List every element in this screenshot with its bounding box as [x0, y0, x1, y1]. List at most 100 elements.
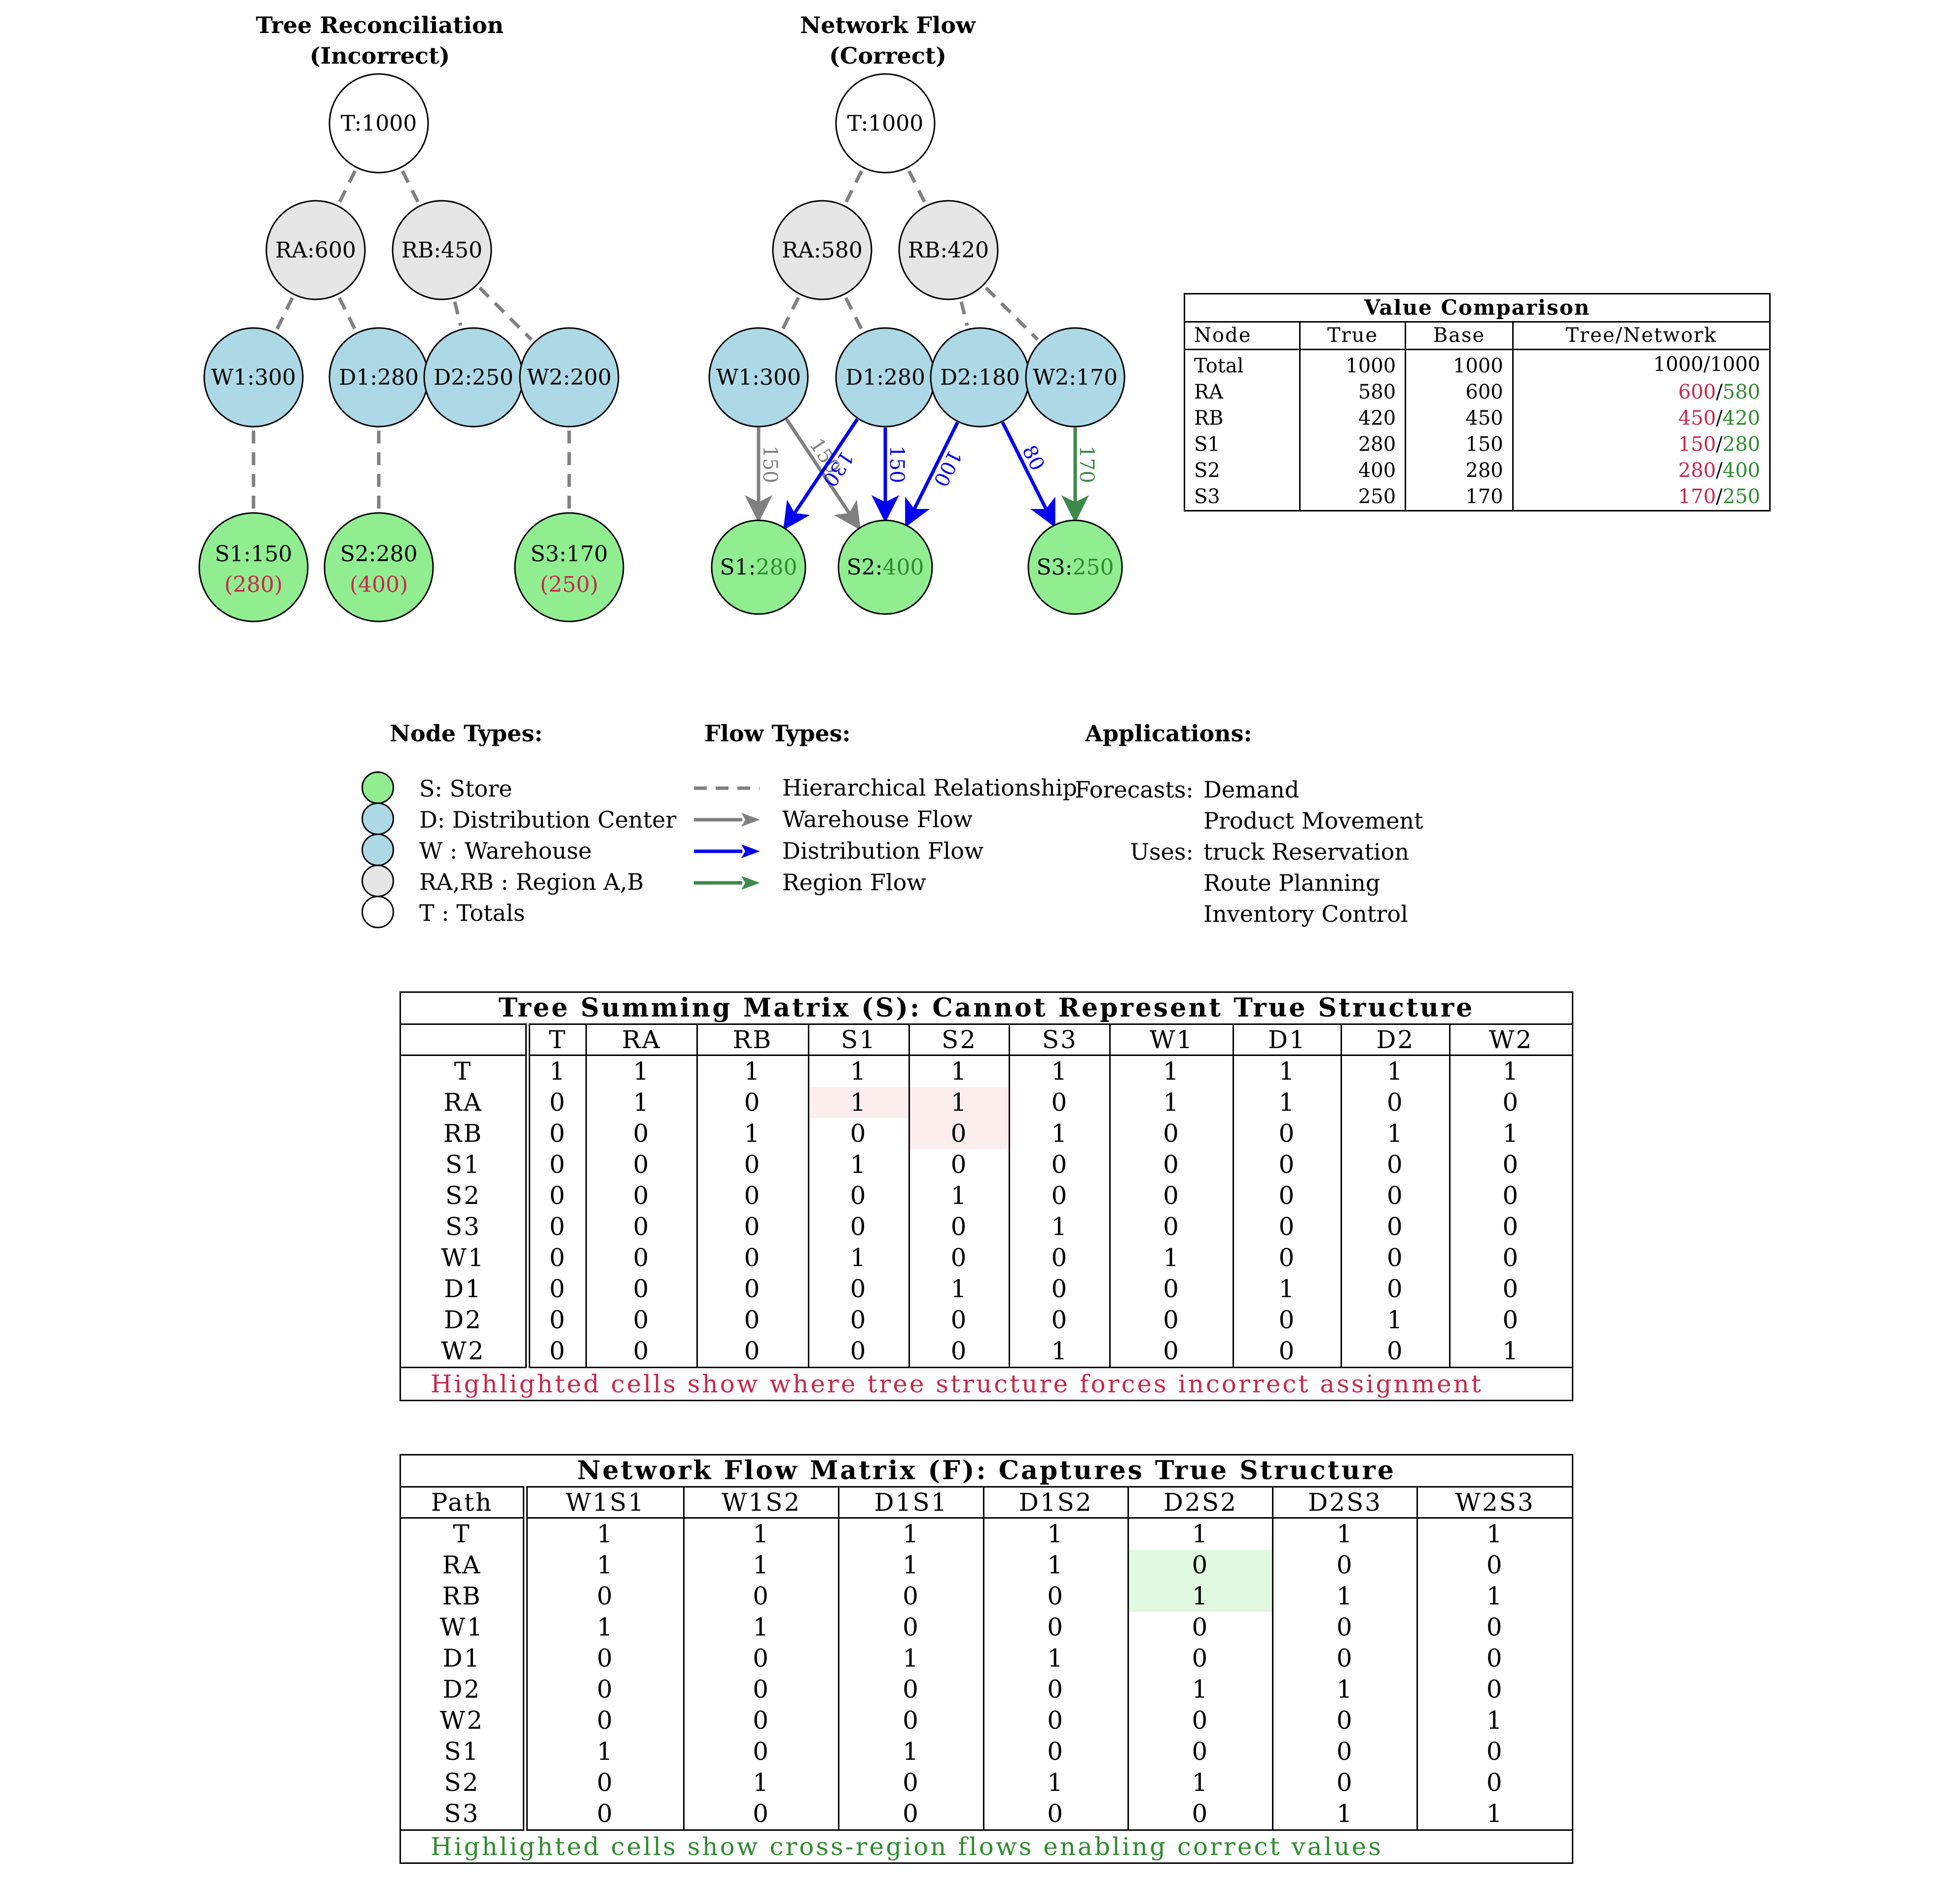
flow-matrix-cell: 1: [1127, 1674, 1274, 1705]
vc-node: S3: [1184, 484, 1301, 511]
tree-matrix-col-header: W2: [1449, 1023, 1574, 1056]
tree-matrix-cell: 0: [1232, 1211, 1343, 1242]
network-node-circle: [898, 200, 999, 300]
tree-matrix-cell: 0: [908, 1242, 1011, 1273]
legend-flow-label: Distribution Flow: [782, 837, 984, 864]
tree-node-s2: S2:280(400): [324, 512, 434, 622]
tree-node-t: T:1000: [328, 73, 429, 174]
vc-base: 150: [1405, 432, 1514, 458]
flow-matrix-cell: 1: [1272, 1674, 1418, 1705]
flow-matrix-col-header: D1S2: [982, 1486, 1129, 1519]
flow-matrix-cell: 1: [1272, 1581, 1418, 1612]
tree-node-circle: [519, 327, 619, 428]
tree-node-label: S2:280: [340, 542, 418, 567]
vc-true: 250: [1299, 484, 1407, 511]
tree-matrix-cell: 0: [1009, 1305, 1111, 1336]
flow-matrix-cell: 0: [1272, 1643, 1418, 1674]
application-value: Product Movement: [1203, 807, 1423, 834]
flow-matrix-cell: 0: [838, 1612, 984, 1643]
legend-flow-label: Region Flow: [782, 869, 926, 896]
legend-node-swatch: [362, 834, 394, 866]
flow-matrix-cell: 1: [524, 1518, 685, 1550]
flow-matrix-cell: 0: [1127, 1612, 1274, 1643]
network-node-rb: RB:420: [898, 200, 999, 300]
tree-matrix-cell: 0: [1109, 1273, 1234, 1305]
flow-matrix-cell: 1: [683, 1767, 840, 1798]
flow-matrix-cell: 0: [1416, 1736, 1573, 1767]
tree-matrix-cell: 0: [1449, 1305, 1574, 1336]
tree-matrix-cell: 0: [696, 1273, 809, 1305]
legend-node-swatch: [362, 771, 394, 804]
network-node-label: W1:300: [716, 365, 801, 390]
flow-matrix-cell: 1: [838, 1736, 984, 1767]
tree-matrix-cell: 0: [1232, 1149, 1343, 1180]
flow-matrix-cell: 0: [524, 1674, 685, 1705]
tree-matrix-cell: 0: [807, 1273, 910, 1305]
tree-matrix-col-header: S3: [1009, 1023, 1111, 1056]
legend-flow-swatch: [694, 813, 760, 827]
flow-matrix-cell: 0: [1416, 1767, 1573, 1798]
flow-matrix-row-label: D2: [399, 1674, 528, 1705]
tree-matrix-cell: 0: [1341, 1211, 1451, 1242]
tree-matrix-cell: 1: [1009, 1055, 1111, 1087]
tree-matrix-cell: 0: [1449, 1149, 1574, 1180]
flow-matrix-note: Highlighted cells show cross-region flow…: [399, 1829, 1573, 1864]
tree-matrix-cell: 1: [585, 1087, 698, 1118]
tree-matrix-row-label: W2: [399, 1336, 531, 1368]
tree-matrix-corner: [399, 1023, 531, 1056]
tree-matrix-cell: 1: [807, 1242, 910, 1273]
tree-matrix-title: Tree Summing Matrix (S): Cannot Represen…: [399, 991, 1573, 1023]
tree-node-label: W2:200: [527, 365, 612, 390]
tree-node-rb: RB:450: [392, 200, 492, 300]
tree-node-circle: [328, 73, 429, 174]
applications-title: Applications:: [1085, 720, 1252, 747]
flow-matrix-cell: 0: [1272, 1767, 1418, 1798]
tree-matrix-cell: 0: [1109, 1180, 1234, 1211]
flow-matrix-cell: 0: [524, 1798, 685, 1830]
tree-matrix-cell: 0: [585, 1118, 698, 1149]
tree-node-label: T:1000: [341, 111, 417, 136]
flow-matrix-cell: 0: [1272, 1550, 1418, 1581]
tree-matrix-row-label: S1: [399, 1149, 531, 1180]
flow-matrix-row-label: S1: [399, 1736, 528, 1767]
tree-matrix-cell: 0: [1109, 1118, 1234, 1149]
tree-matrix-cell: 0: [696, 1180, 809, 1211]
flow-matrix-cell: 0: [1272, 1612, 1418, 1643]
tree-matrix-cell: 1: [1009, 1336, 1111, 1368]
flow-matrix-cell: 0: [1416, 1612, 1573, 1643]
tree-matrix-cell: 1: [696, 1118, 809, 1149]
legend-flow-swatch: [694, 844, 760, 858]
tree-matrix-cell: 0: [1232, 1305, 1343, 1336]
vc-tree-network: 450/420: [1512, 405, 1771, 432]
tree-matrix-row-label: W1: [399, 1242, 531, 1273]
tree-matrix-cell: 1: [807, 1149, 910, 1180]
tree-matrix-cell: 0: [1009, 1242, 1111, 1273]
flow-matrix-row-label: RB: [399, 1581, 528, 1612]
tree-matrix-cell: 0: [1449, 1087, 1574, 1118]
vc-node: RB: [1184, 405, 1301, 432]
network-title: Network Flow (Correct): [725, 10, 1051, 71]
flow-matrix-cell: 0: [524, 1767, 685, 1798]
tree-matrix-cell: 1: [1232, 1087, 1343, 1118]
network-node-circle: [772, 200, 872, 300]
tree-matrix-cell: 1: [1341, 1118, 1451, 1149]
tree-matrix-cell: 0: [1109, 1305, 1234, 1336]
vc-tree-network: 150/280: [1512, 432, 1771, 458]
tree-matrix-cell: 1: [527, 1055, 587, 1087]
flow-arrow: [905, 421, 959, 528]
tree-node-circle: [203, 327, 304, 428]
application-key: Uses:: [1130, 838, 1194, 865]
tree-node-d1: D1:280: [328, 327, 429, 428]
